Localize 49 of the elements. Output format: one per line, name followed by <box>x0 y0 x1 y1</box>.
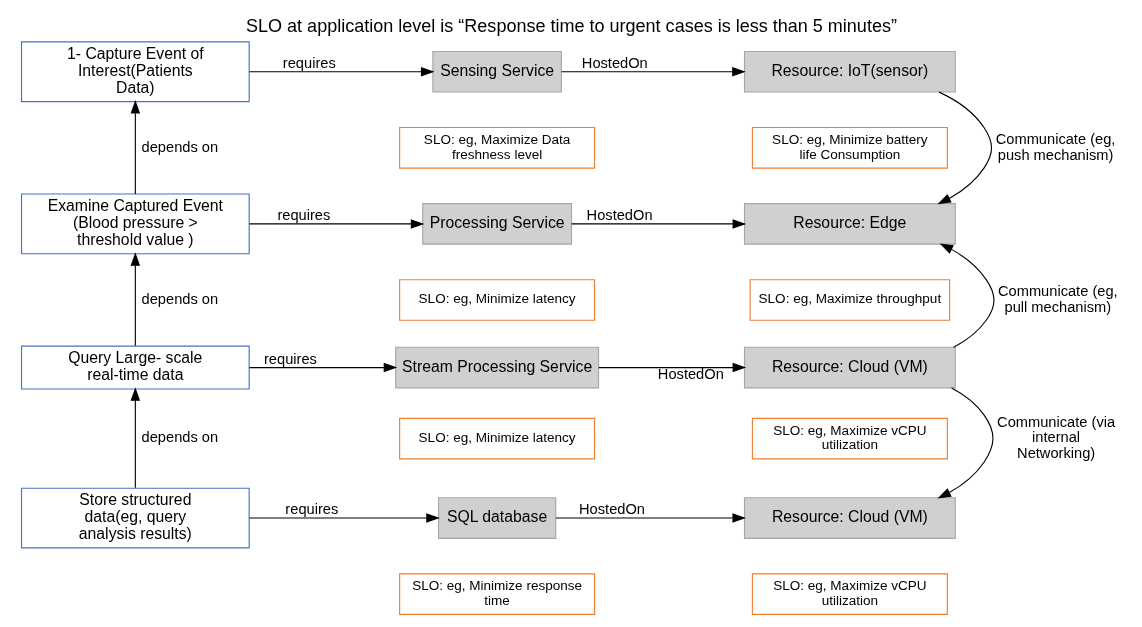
edge-label: Communicate (via internal Networking) <box>996 413 1115 462</box>
arrow <box>130 100 140 195</box>
node-box: Query Large- scale real-time data <box>20 345 250 390</box>
node-box: SLO: eg, Minimize response time <box>398 573 595 615</box>
arrow <box>554 513 746 523</box>
node-box: SLO: eg, Maximize Data freshness level <box>398 126 595 169</box>
node-box: 1- Capture Event of Interest(Patients Data) <box>20 41 250 103</box>
node-box: SLO: eg, Minimize latency <box>398 417 595 460</box>
node-box: Resource: Edge <box>743 203 956 245</box>
edge-label: requires <box>282 54 336 71</box>
arrow <box>597 362 746 373</box>
edge-label: requires <box>284 501 338 517</box>
edge-label: depends on <box>141 429 218 446</box>
node-box: SLO: eg, Minimize latency <box>398 279 595 321</box>
edge-label: requires <box>263 350 317 367</box>
edge-label: HostedOn <box>657 366 724 383</box>
edge-label: HostedOn <box>586 206 653 223</box>
edge-label: HostedOn <box>581 54 648 71</box>
edge-label: requires <box>276 206 330 223</box>
arrow <box>248 219 424 229</box>
arrow <box>939 243 995 348</box>
edge-label: HostedOn <box>578 501 645 517</box>
arrow <box>937 91 992 205</box>
edge-label: Communicate (eg, push mechanism) <box>995 130 1115 163</box>
arrow <box>248 67 434 77</box>
node-box: Resource: Cloud (VM) <box>743 497 956 539</box>
node-box: SLO: eg, Maximize vCPU utilization <box>751 417 948 460</box>
arrow <box>130 252 140 347</box>
node-box: SQL database <box>437 497 556 539</box>
arrow <box>248 362 397 373</box>
node-box: SLO: eg, Maximize throughput <box>749 279 950 321</box>
arrow <box>937 387 994 499</box>
edge-label: depends on <box>141 290 218 307</box>
arrow <box>570 219 746 229</box>
node-box: SLO: eg, Maximize vCPU utilization <box>751 573 948 615</box>
edge-label: Communicate (eg, pull mechanism) <box>997 282 1118 315</box>
node-box: SLO: eg, Minimize battery life Consumption <box>751 126 948 169</box>
node-box: Resource: Cloud (VM) <box>743 346 956 389</box>
node-box: Store structured data(eg, query analysis results) <box>20 487 250 549</box>
edge-label: depends on <box>141 138 218 155</box>
node-box: Examine Captured Event (Blood pressure > threshold value ) <box>20 193 250 255</box>
node-box: Resource: IoT(sensor) <box>743 50 956 93</box>
diagram-title: SLO at application level is “Response time to urgent cases is less than 5 minutes” <box>245 15 897 36</box>
node-box: Processing Service <box>421 203 572 245</box>
arrow <box>560 67 746 77</box>
arrow <box>248 513 440 523</box>
node-box: Stream Processing Service <box>394 346 599 389</box>
arrow <box>130 387 140 489</box>
node-box: Sensing Service <box>431 50 562 93</box>
